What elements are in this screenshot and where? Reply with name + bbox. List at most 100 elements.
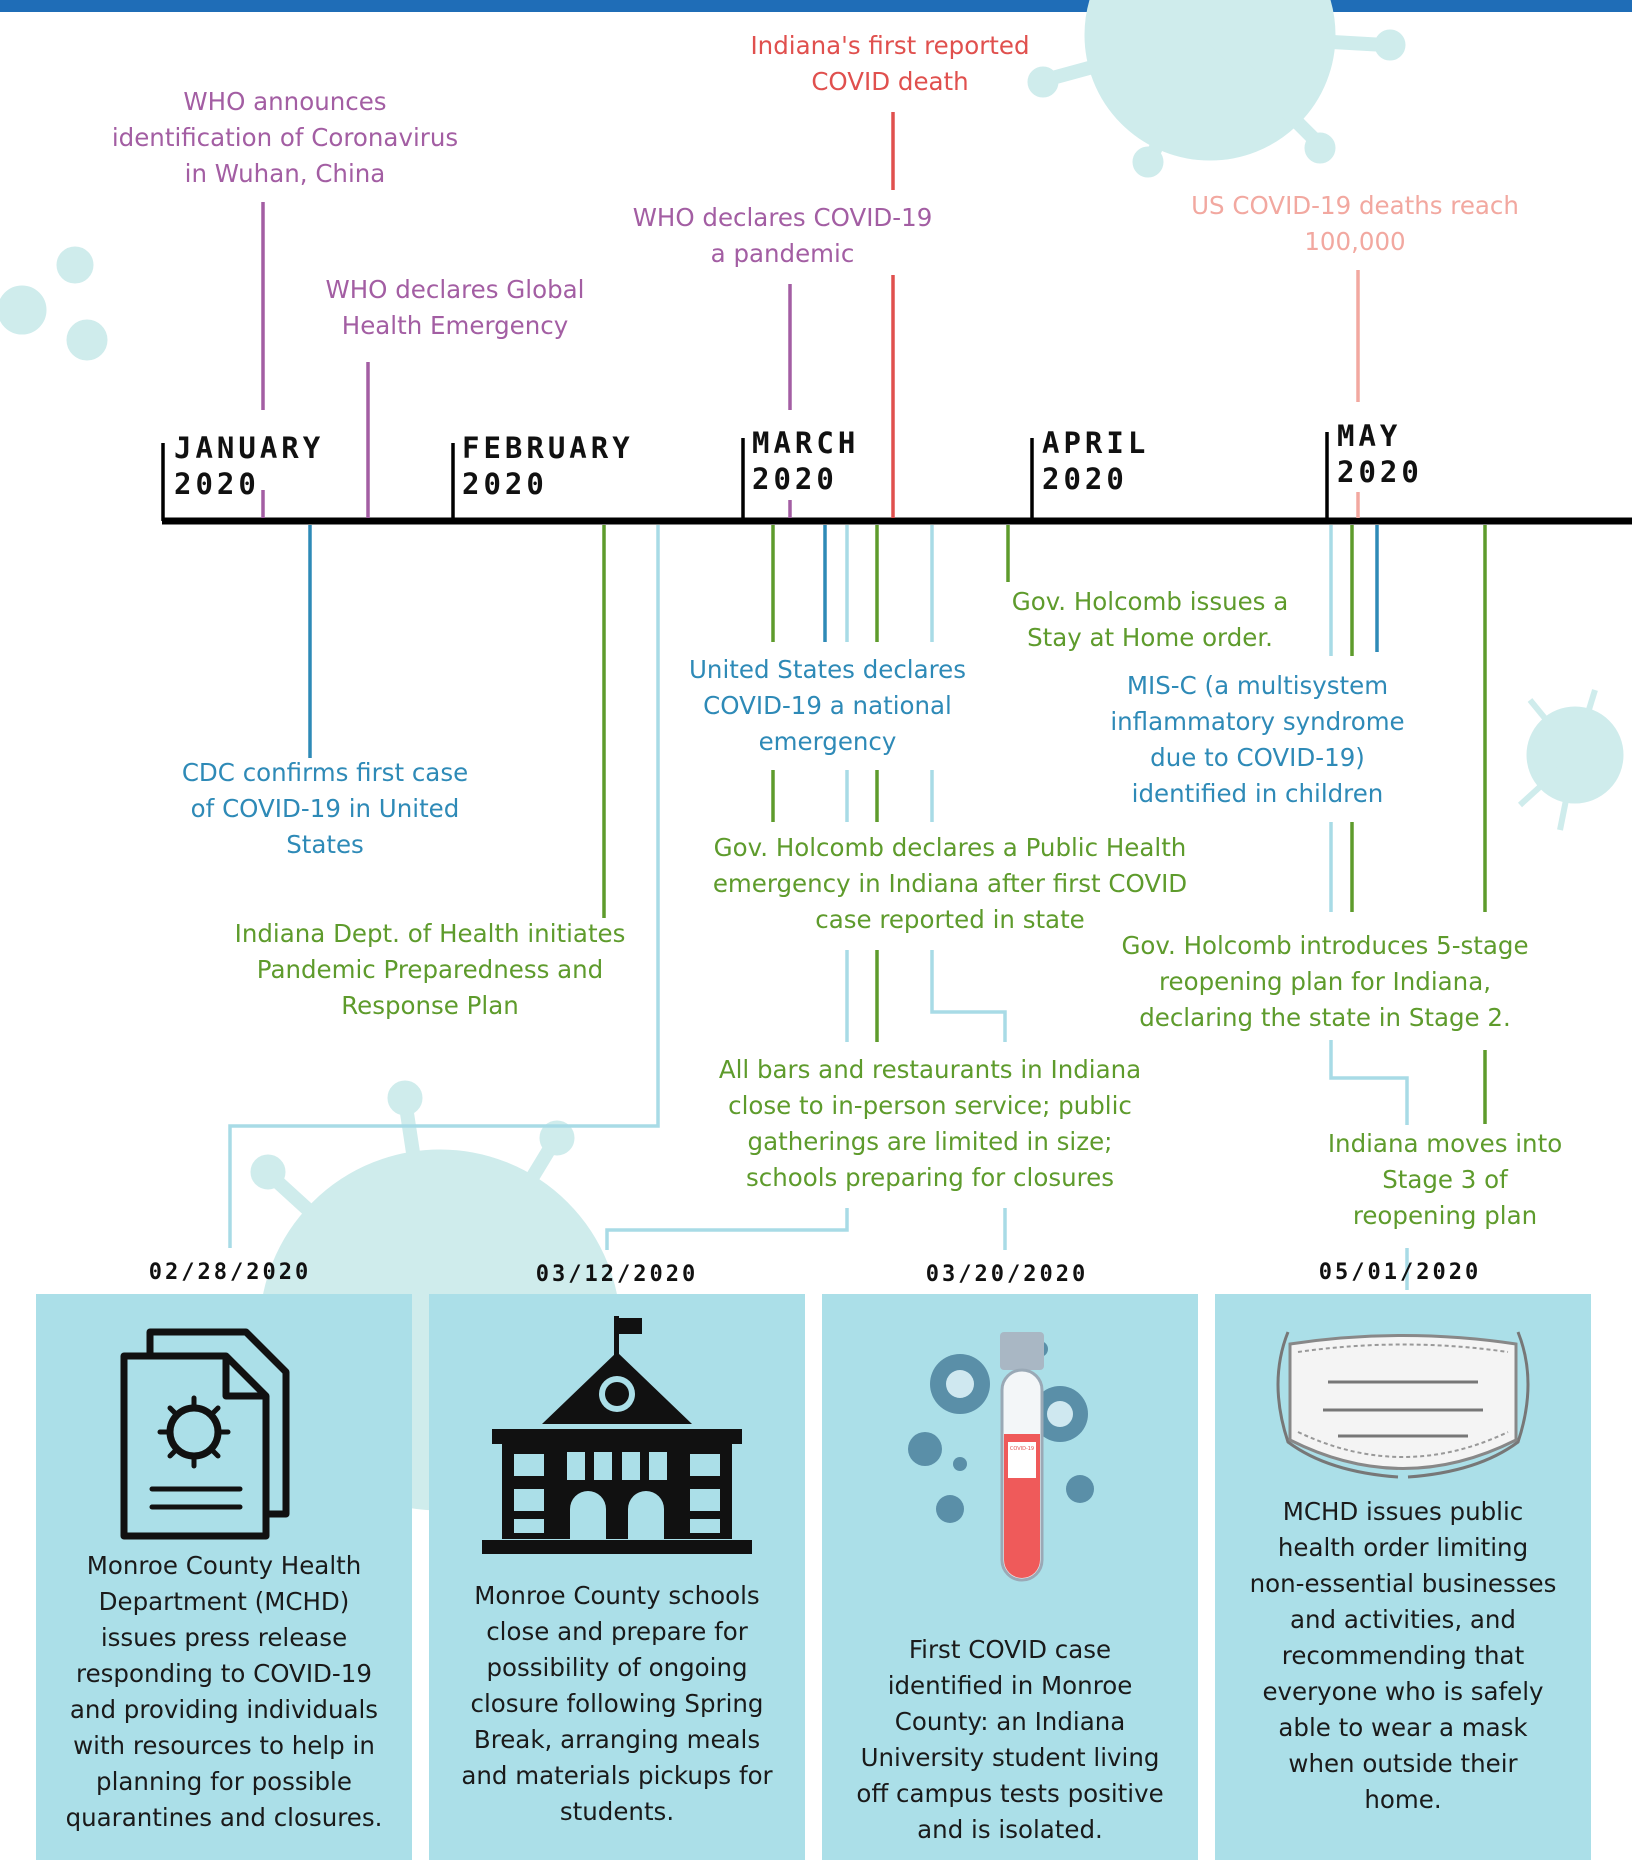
event-who-global-emergency: WHO declares Global Health Emergency: [290, 272, 620, 344]
month-name: APRIL: [1042, 426, 1150, 460]
event-who-pandemic: WHO declares COVID-19 a pandemic: [610, 200, 955, 272]
event-reopening-plan: Gov. Holcomb introduces 5-stage reopenin…: [1105, 928, 1545, 1036]
month-year: 2020: [174, 467, 260, 501]
event-us-deaths-100k: US COVID-19 deaths reach 100,000: [1170, 188, 1540, 260]
event-line: gatherings are limited in size;: [747, 1127, 1113, 1156]
event-line: reopening plan: [1352, 1201, 1538, 1230]
event-line: WHO announces: [183, 87, 387, 116]
card-text-line: Monroe County schools: [474, 1581, 760, 1610]
card-date-4: 05/01/2020: [1318, 1260, 1482, 1285]
month-april: APRIL 2020: [1042, 425, 1149, 497]
card-text-line: recommending that: [1281, 1641, 1525, 1670]
svg-text:COVID-19: COVID-19: [1010, 1446, 1034, 1452]
month-year: 2020: [1042, 462, 1128, 496]
card-text-line: with resources to help in: [73, 1731, 375, 1760]
event-line: COVID-19 a national: [703, 691, 952, 720]
event-idh-plan: Indiana Dept. of Health initiates Pandem…: [210, 916, 650, 1024]
event-us-national-emergency: United States declares COVID-19 a nation…: [665, 652, 990, 760]
event-line: Pandemic Preparedness and: [256, 955, 604, 984]
month-name: MAY: [1337, 419, 1402, 453]
local-event-card-4: MCHD issues public health order limiting…: [1215, 1294, 1591, 1860]
event-line: of COVID-19 in United: [190, 794, 460, 823]
event-line: schools preparing for closures: [746, 1163, 1114, 1192]
card-text-line: close and prepare for: [486, 1617, 748, 1646]
event-line: Response Plan: [341, 991, 519, 1020]
card-text-line: First COVID case: [908, 1635, 1112, 1664]
card-text-line: off campus tests positive: [856, 1779, 1164, 1808]
event-line: emergency in Indiana after first COVID: [712, 869, 1188, 898]
card-text-line: and is isolated.: [917, 1815, 1103, 1844]
event-who-identification: WHO announces identification of Coronavi…: [85, 84, 485, 192]
event-line: reopening plan for Indiana,: [1158, 967, 1492, 996]
event-line: emergency: [758, 727, 897, 756]
card-text-line: quarantines and closures.: [65, 1803, 383, 1832]
document-virus-icon: [120, 1328, 290, 1540]
card-text-line: home.: [1364, 1785, 1442, 1814]
event-cdc-first-case: CDC confirms first case of COVID-19 in U…: [155, 755, 495, 863]
event-line: CDC confirms first case: [181, 758, 469, 787]
month-year: 2020: [1337, 455, 1423, 489]
month-march: MARCH 2020: [752, 425, 859, 497]
local-event-card-2: Monroe County schools close and prepare …: [429, 1294, 805, 1860]
event-line: Health Emergency: [341, 311, 569, 340]
month-january: JANUARY 2020: [174, 430, 324, 502]
event-public-health-emergency: Gov. Holcomb declares a Public Health em…: [680, 830, 1220, 938]
event-indiana-first-death: Indiana's first reported COVID death: [720, 28, 1060, 100]
card-date-1: 02/28/2020: [148, 1260, 312, 1285]
card-text-line: Break, arranging meals: [473, 1725, 761, 1754]
event-line: 100,000: [1304, 227, 1406, 256]
event-stage3: Indiana moves into Stage 3 of reopening …: [1300, 1126, 1590, 1234]
event-line: All bars and restaurants in Indiana: [718, 1055, 1142, 1084]
event-line: identification of Coronavirus: [111, 123, 459, 152]
event-line: close to in-person service; public: [728, 1091, 1132, 1120]
local-event-card-1: Monroe County Health Department (MCHD) i…: [36, 1294, 412, 1860]
event-line: WHO declares COVID-19: [632, 203, 933, 232]
month-name: MARCH: [752, 426, 860, 460]
card-text-line: non-essential businesses: [1249, 1569, 1557, 1598]
card-date-3: 03/20/2020: [925, 1262, 1089, 1287]
event-line: Gov. Holcomb issues a: [1011, 587, 1289, 616]
event-line: Stage 3 of: [1382, 1165, 1508, 1194]
card-text-line: and materials pickups for: [461, 1761, 773, 1790]
card-text-line: responding to COVID-19: [76, 1659, 372, 1688]
event-bars-restaurants: All bars and restaurants in Indiana clos…: [690, 1052, 1170, 1196]
card-text-line: closure following Spring: [470, 1689, 764, 1718]
event-line: COVID death: [811, 67, 969, 96]
local-event-card-3: COVID-19 First COVID case identified in …: [822, 1294, 1198, 1860]
card-text-line: and activities, and: [1289, 1605, 1516, 1634]
event-line: declaring the state in Stage 2.: [1139, 1003, 1511, 1032]
event-line: Stay at Home order.: [1027, 623, 1273, 652]
face-mask-icon: [1276, 1331, 1530, 1479]
event-line: identified in children: [1131, 779, 1384, 808]
event-line: a pandemic: [710, 239, 855, 268]
card-text-line: planning for possible: [96, 1767, 352, 1796]
card-text-line: possibility of ongoing: [486, 1653, 748, 1682]
event-line: Gov. Holcomb introduces 5-stage: [1121, 931, 1529, 960]
event-line: case reported in state: [815, 905, 1085, 934]
month-year: 2020: [752, 462, 838, 496]
card-text-line: able to wear a mask: [1278, 1713, 1528, 1742]
card-text-line: when outside their: [1288, 1749, 1518, 1778]
card-text-line: health order limiting: [1277, 1533, 1529, 1562]
month-february: FEBRUARY 2020: [462, 430, 634, 502]
month-name: FEBRUARY: [462, 431, 634, 465]
event-line: in Wuhan, China: [184, 159, 386, 188]
event-misc-children: MIS-C (a multisystem inflammatory syndro…: [1085, 668, 1430, 812]
card-text: Monroe County Health Department (MCHD) i…: [46, 1548, 402, 1836]
card-date-2: 03/12/2020: [535, 1262, 699, 1287]
test-tube-virus-icon: COVID-19: [908, 1332, 1094, 1582]
card-text-line: County: an Indiana: [894, 1707, 1126, 1736]
event-line: US COVID-19 deaths reach: [1191, 191, 1519, 220]
event-line: Indiana's first reported: [750, 31, 1030, 60]
month-year: 2020: [462, 467, 548, 501]
card-text: MCHD issues public health order limiting…: [1225, 1494, 1581, 1818]
card-text: First COVID case identified in Monroe Co…: [832, 1632, 1188, 1848]
event-line: inflammatory syndrome: [1110, 707, 1405, 736]
event-line: WHO declares Global: [325, 275, 585, 304]
card-text-line: Department (MCHD): [98, 1587, 350, 1616]
event-stay-at-home: Gov. Holcomb issues a Stay at Home order…: [985, 584, 1315, 656]
card-text-line: issues press release: [100, 1623, 348, 1652]
month-name: JANUARY: [174, 431, 325, 465]
card-text-line: University student living: [860, 1743, 1160, 1772]
